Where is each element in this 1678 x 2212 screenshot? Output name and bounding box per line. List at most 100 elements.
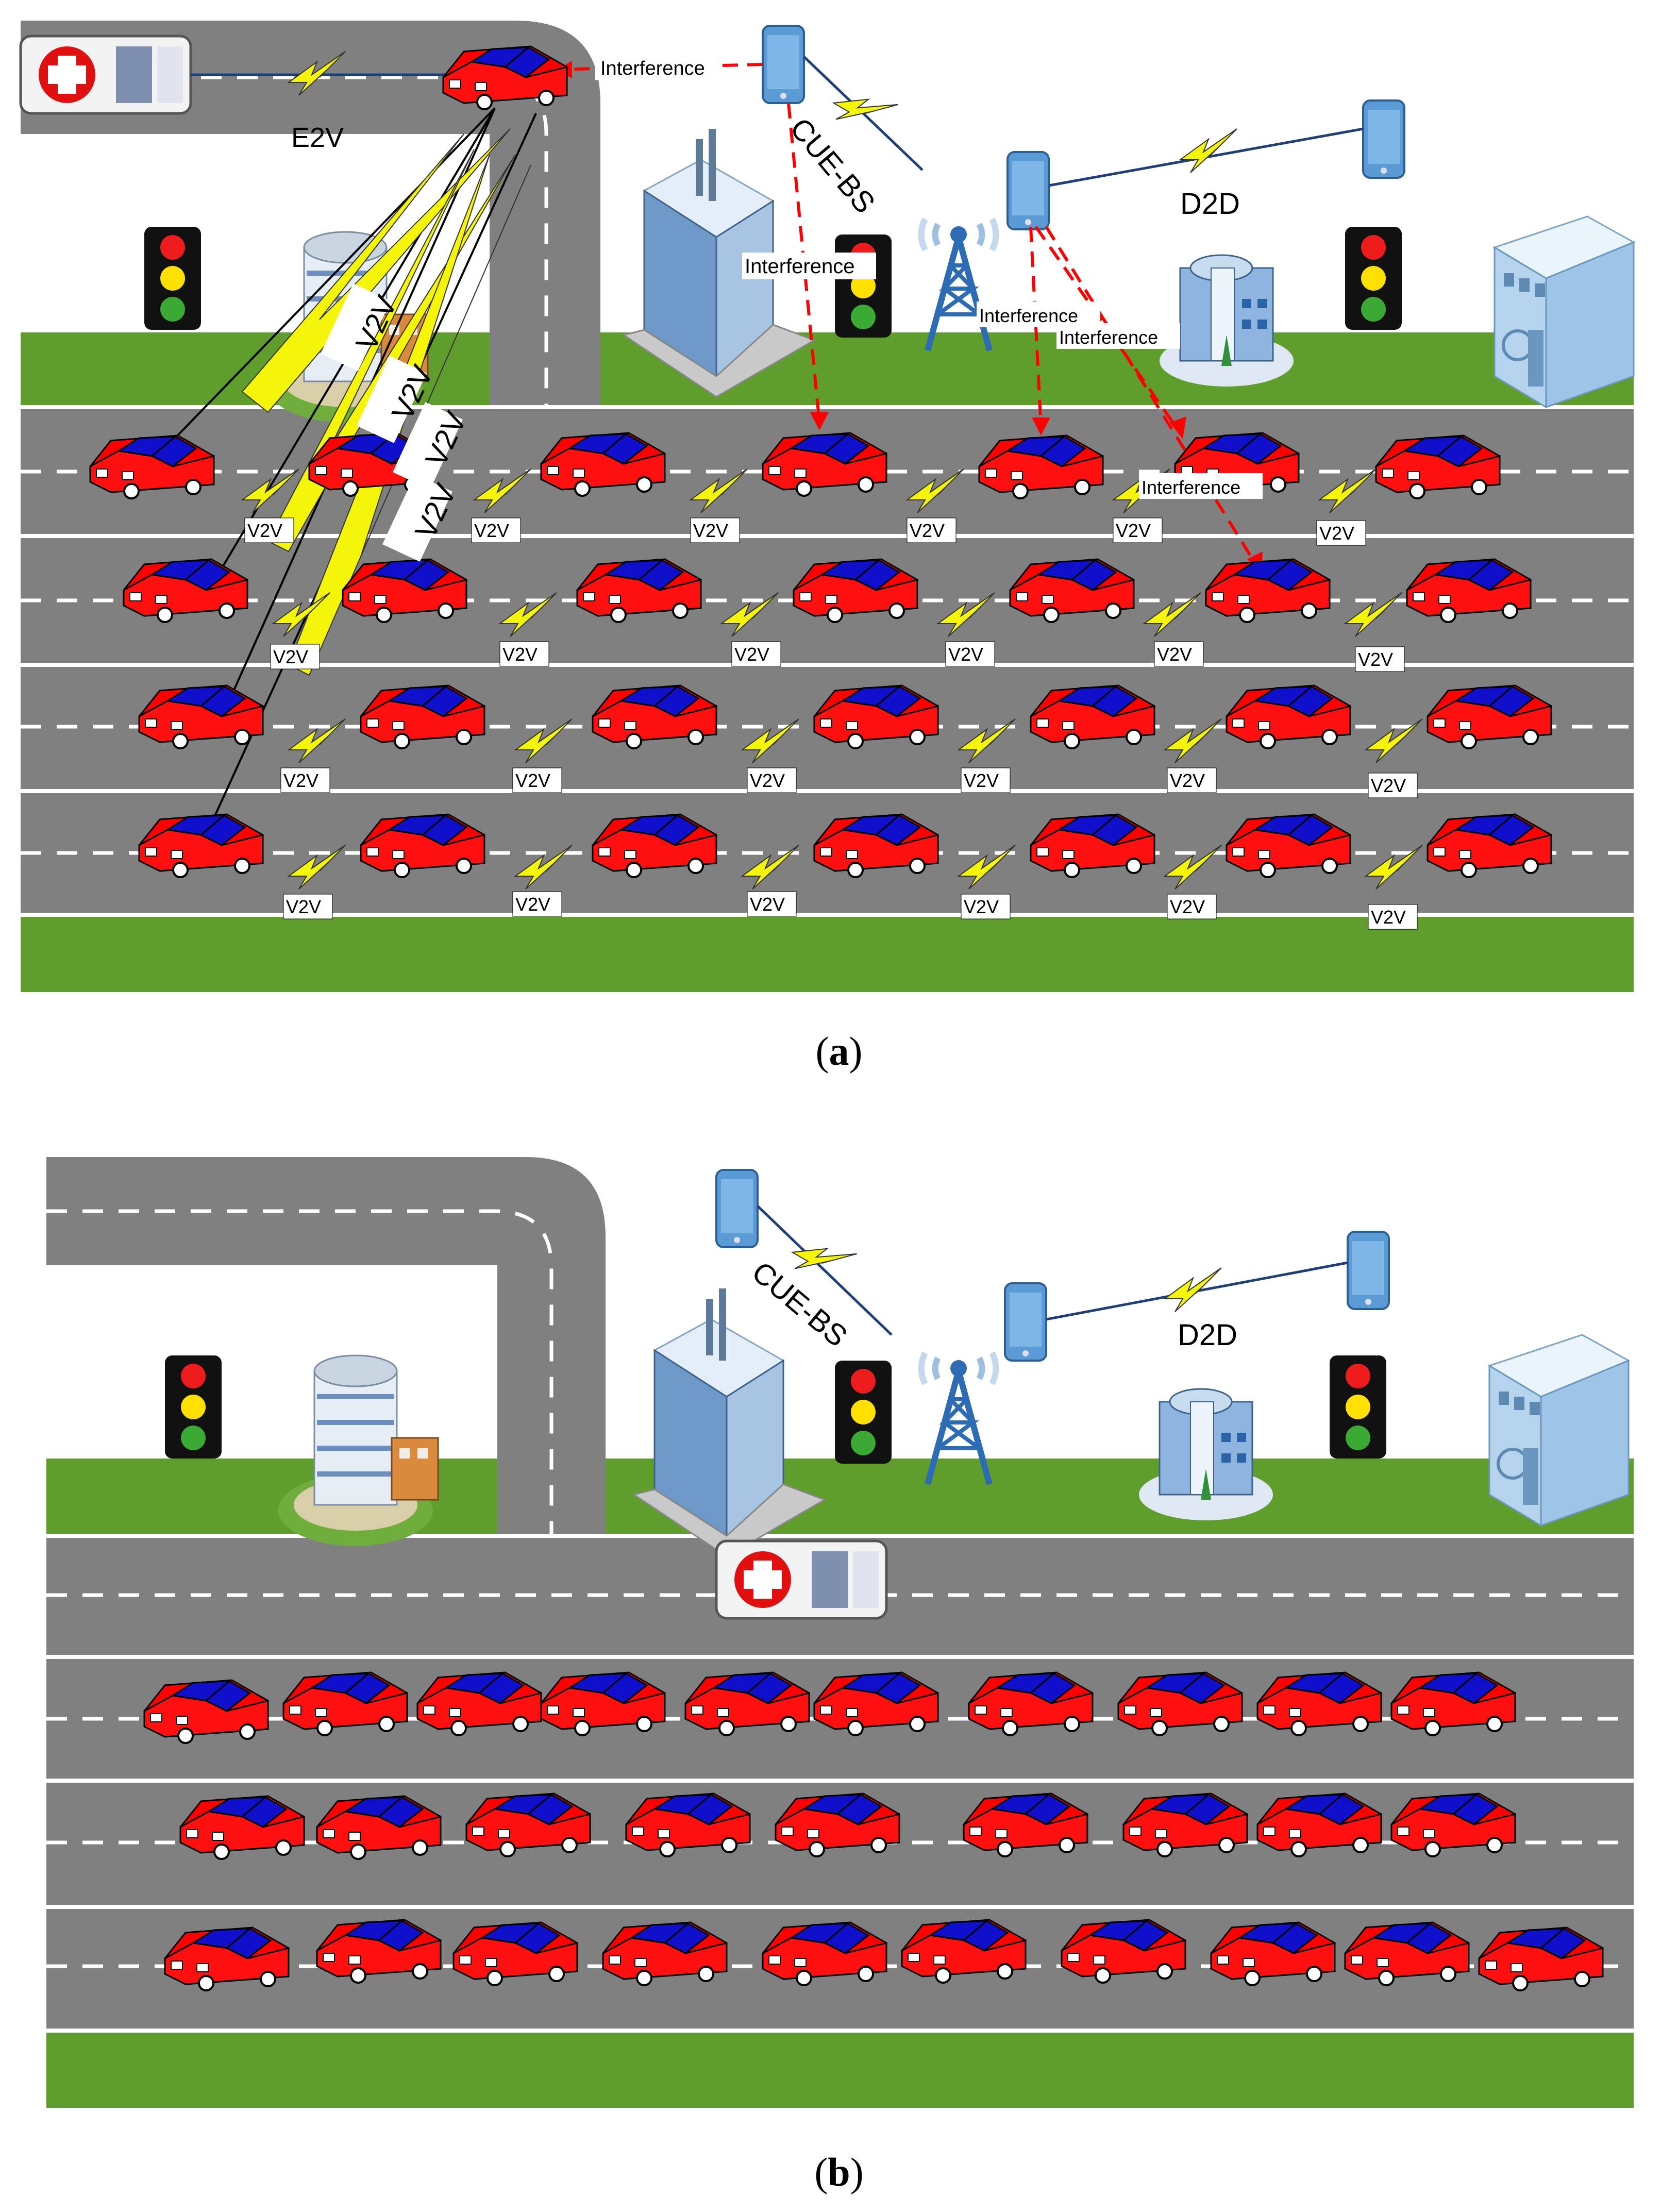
cue-bs-label: CUE-BS bbox=[746, 1255, 854, 1353]
phone-icon bbox=[1362, 99, 1405, 179]
car-icon bbox=[793, 558, 918, 623]
car-icon bbox=[89, 434, 215, 499]
panel-a: E2V CUE-BS D2D Interference Interference… bbox=[21, 21, 1634, 992]
building-icon bbox=[1495, 216, 1634, 407]
car-icon bbox=[602, 1921, 728, 1986]
car-icon bbox=[540, 1671, 666, 1736]
v2v-label: V2V bbox=[1319, 523, 1354, 544]
v2v-label: V2V bbox=[474, 520, 509, 541]
car-icon bbox=[316, 1795, 442, 1860]
car-icon bbox=[452, 1921, 578, 1986]
v2v-label: V2V bbox=[1116, 520, 1151, 541]
interference-label: Interference bbox=[745, 255, 854, 278]
car-icon bbox=[540, 432, 666, 497]
panel-b-caption: (b) bbox=[814, 2150, 864, 2194]
phone-icon bbox=[762, 25, 805, 104]
car-icon bbox=[143, 1679, 269, 1744]
car-icon bbox=[1226, 813, 1351, 878]
car-icon bbox=[1030, 813, 1155, 878]
car-icon bbox=[1427, 684, 1552, 749]
phone-icon bbox=[1347, 1231, 1390, 1310]
ambulance-icon bbox=[21, 36, 191, 113]
v2v-label: V2V bbox=[750, 770, 785, 791]
car-icon bbox=[1427, 813, 1552, 878]
v2v-label: V2V bbox=[1371, 907, 1406, 928]
v2v-label: V2V bbox=[693, 520, 728, 541]
v2v-label: V2V bbox=[1170, 770, 1205, 791]
v2v-label: V2V bbox=[273, 646, 308, 667]
car-icon bbox=[1061, 1919, 1186, 1984]
car-icon bbox=[813, 1671, 939, 1736]
side-road bbox=[46, 1157, 606, 1536]
v2v-label: V2V bbox=[964, 896, 999, 917]
d2d-label: D2D bbox=[1178, 1318, 1237, 1352]
car-icon bbox=[1030, 684, 1155, 749]
car-icon bbox=[164, 1926, 290, 1991]
v2v-label: V2V bbox=[948, 644, 983, 665]
v2v-label: V2V bbox=[750, 894, 785, 915]
car-icon bbox=[625, 1792, 751, 1857]
car-icon bbox=[123, 558, 248, 623]
car-icon bbox=[1390, 1792, 1516, 1857]
v2v-label: V2V bbox=[1371, 775, 1406, 796]
car-icon bbox=[684, 1671, 810, 1736]
building-icon bbox=[278, 1355, 438, 1546]
car-icon bbox=[762, 1921, 887, 1986]
car-icon bbox=[813, 813, 939, 878]
d2d-label: D2D bbox=[1180, 187, 1240, 221]
car-icon bbox=[968, 1671, 1094, 1736]
traffic-light-icon bbox=[144, 227, 201, 330]
building-icon bbox=[1159, 254, 1295, 388]
interference-label: Interference bbox=[979, 305, 1078, 326]
car-icon bbox=[1256, 1792, 1382, 1857]
wireless-links bbox=[757, 1205, 1348, 1336]
car-icon bbox=[901, 1919, 1027, 1984]
car-icon bbox=[762, 432, 887, 497]
car-icon bbox=[1122, 1792, 1248, 1857]
v2v-label: V2V bbox=[502, 644, 538, 665]
v2v-label: V2V bbox=[247, 520, 282, 541]
car-icon bbox=[1390, 1671, 1516, 1736]
interference-label: Interference bbox=[600, 58, 705, 79]
car-icon bbox=[1117, 1671, 1243, 1736]
car-icon bbox=[465, 1792, 591, 1857]
car-icon bbox=[1478, 1926, 1604, 1991]
car-icon bbox=[576, 558, 702, 623]
panel-b: CUE-BS D2D bbox=[46, 1157, 1634, 2108]
car-icon bbox=[342, 558, 467, 623]
v2v-label: V2V bbox=[1170, 896, 1205, 917]
building-icon bbox=[1138, 1388, 1274, 1521]
car-icon bbox=[138, 813, 264, 878]
car-icon bbox=[592, 813, 717, 878]
v2v-label: V2V bbox=[515, 770, 550, 791]
v2v-label: V2V bbox=[1157, 644, 1192, 665]
car-icon bbox=[1375, 434, 1501, 499]
car-icon bbox=[138, 684, 264, 749]
traffic-light-icon bbox=[835, 234, 892, 338]
phone-icon bbox=[1004, 1282, 1047, 1362]
v2v-label: V2V bbox=[734, 644, 769, 665]
car-icon bbox=[1406, 558, 1532, 623]
car-icon bbox=[1210, 1921, 1336, 1986]
traffic-light-icon bbox=[1330, 1355, 1386, 1459]
v2v-label: V2V bbox=[964, 770, 999, 791]
car-icon bbox=[1009, 558, 1135, 623]
v2v-label: V2V bbox=[283, 770, 318, 791]
car-icon bbox=[179, 1795, 305, 1860]
v2v-label: V2V bbox=[515, 894, 550, 915]
car-icon bbox=[360, 684, 485, 749]
ambulance-icon bbox=[716, 1541, 886, 1618]
phone-icon bbox=[715, 1169, 759, 1248]
v2v-label: V2V bbox=[1358, 649, 1393, 670]
car-icon bbox=[1256, 1671, 1382, 1736]
traffic-light-icon bbox=[165, 1355, 222, 1459]
car-icon bbox=[813, 684, 939, 749]
side-road bbox=[21, 21, 600, 407]
car-icon bbox=[282, 1671, 408, 1736]
v2v-label: V2V bbox=[910, 520, 945, 541]
e2v-label: E2V bbox=[291, 122, 344, 153]
car-icon bbox=[775, 1792, 900, 1857]
car-icon bbox=[360, 813, 485, 878]
traffic-light-icon bbox=[1345, 227, 1402, 330]
